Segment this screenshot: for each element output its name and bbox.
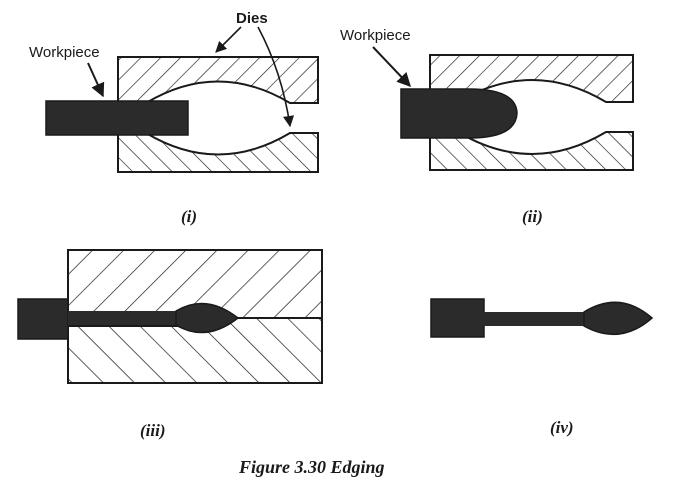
stage-4-group bbox=[430, 298, 654, 338]
stage-2-group bbox=[400, 54, 634, 171]
workpiece-label-1: Workpiece bbox=[29, 44, 100, 61]
stage-3-workpiece-stock bbox=[17, 298, 69, 340]
stage-3-group bbox=[17, 249, 323, 384]
workpiece-1-leader-arrow bbox=[87, 62, 105, 98]
stage-4-workpiece-shank bbox=[483, 312, 588, 326]
dies-lower-leader-arrow bbox=[257, 26, 295, 128]
stage-1-workpiece bbox=[45, 100, 189, 136]
caption-stage-2: (ii) bbox=[522, 207, 543, 226]
workpiece-label-2: Workpiece bbox=[340, 27, 411, 44]
stage-1-group bbox=[45, 56, 319, 173]
stage-2-workpiece bbox=[400, 88, 518, 139]
dies-label: Dies bbox=[236, 10, 268, 27]
stage-4-workpiece-stock bbox=[430, 298, 485, 338]
stage-4-workpiece-bulb bbox=[583, 301, 654, 336]
caption-stage-3: (iii) bbox=[140, 421, 166, 440]
caption-stage-4: (iv) bbox=[550, 418, 574, 437]
stage-2-lower-die bbox=[429, 131, 634, 171]
dies-upper-leader-arrow bbox=[215, 26, 242, 53]
stage-1-upper-die bbox=[117, 56, 319, 104]
caption-stage-1: (i) bbox=[181, 207, 198, 226]
figure-title: Figure 3.30 Edging bbox=[239, 457, 385, 477]
workpiece-2-leader-arrow bbox=[372, 46, 411, 88]
stage-3-workpiece-shank bbox=[68, 311, 180, 325]
stage-1-lower-die bbox=[117, 132, 319, 173]
stage-3-workpiece-bulb bbox=[175, 302, 240, 334]
